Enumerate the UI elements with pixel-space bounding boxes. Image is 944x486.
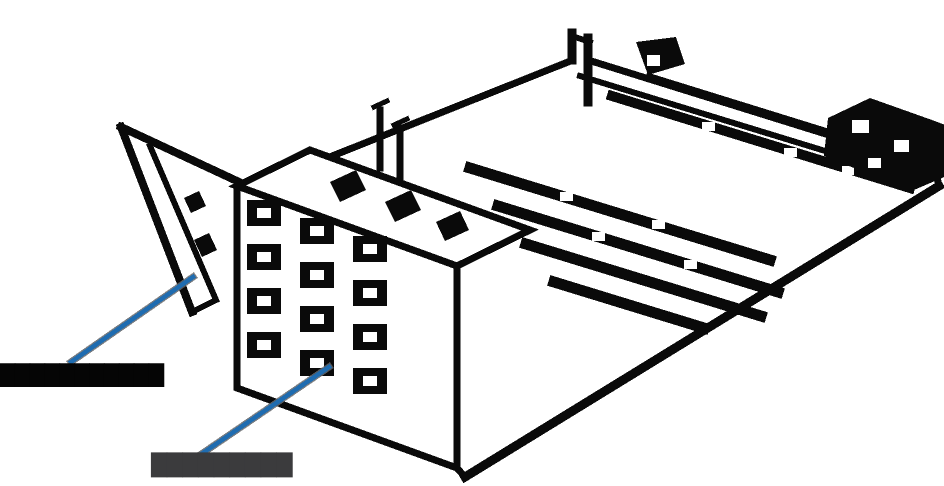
standoff-post <box>567 28 685 107</box>
leader-line-1 <box>67 273 197 366</box>
faceplate-bracket <box>115 121 258 318</box>
slot-key-notches <box>560 122 854 269</box>
port-holes-grid <box>247 200 387 394</box>
callout-label-bottom: █████████ <box>151 453 292 477</box>
memory-slot-stripes <box>463 72 917 335</box>
right-connector-cluster <box>824 98 944 190</box>
header-pins <box>370 97 411 188</box>
leader-lines <box>66 272 334 462</box>
leader-line-2 <box>193 363 333 461</box>
callout-label-left: ███████████ <box>0 363 164 387</box>
